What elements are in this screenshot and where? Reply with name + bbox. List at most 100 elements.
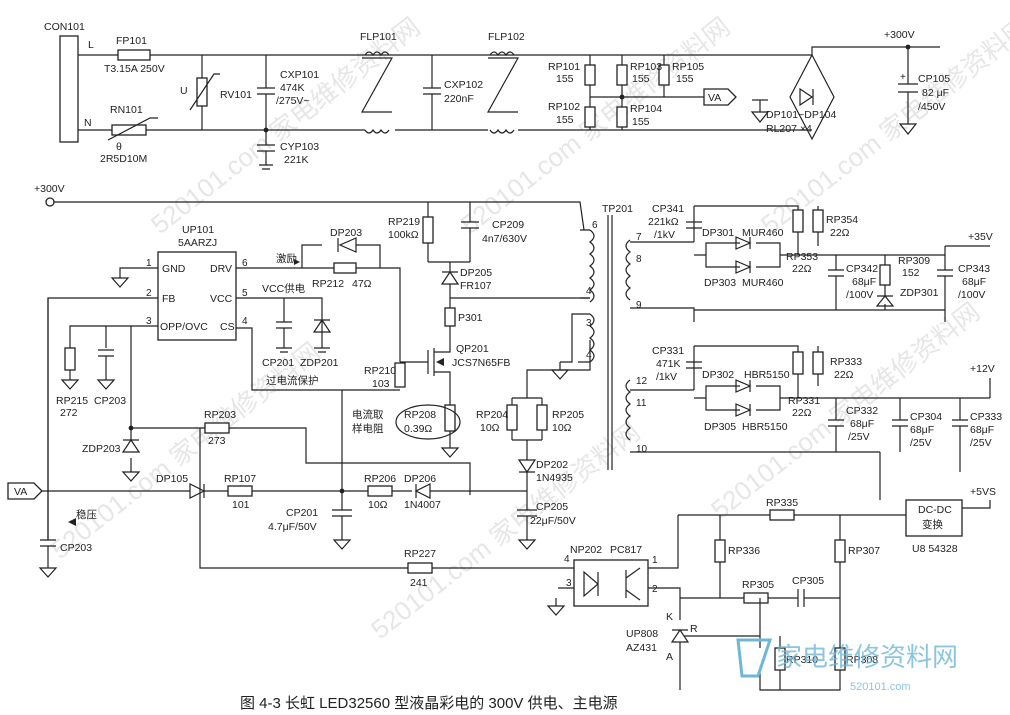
wire [684, 598, 841, 691]
ground-symbol [546, 587, 574, 616]
line-N-label: N [84, 117, 92, 129]
r-label: R [690, 623, 698, 635]
capacitor-cp342 [828, 269, 844, 277]
tp201-label: TP201 [602, 203, 633, 215]
dcdc-label-1: DC-DC [918, 504, 952, 516]
resistor-rp354 [812, 209, 824, 233]
pin-gnd: GND [162, 263, 186, 275]
capacitor-cp341 [686, 221, 702, 229]
pin-fb: FB [162, 293, 175, 305]
resistor-rp331 [792, 351, 804, 375]
rp335-label: RP335 [766, 497, 798, 509]
wire [693, 205, 819, 246]
pin-num: 5 [242, 288, 248, 299]
ground-symbol [550, 362, 570, 380]
np202-label: NP202 [570, 544, 602, 556]
wire [580, 54, 812, 131]
logo-url: 520101.com [850, 681, 911, 693]
rp308-label: RP308 [846, 654, 878, 666]
cxp101-voltage: /275V~ [276, 95, 310, 107]
up808-value: AZ431 [626, 642, 657, 654]
cp105-voltage: /450V [918, 101, 945, 113]
arrow-right-icon [294, 259, 300, 265]
rp206-value: 10Ω [368, 499, 388, 511]
wire [40, 298, 56, 568]
a-label: A [666, 651, 673, 663]
zdp201-label: ZDP201 [300, 357, 339, 369]
ground-symbol [38, 567, 58, 578]
dp202-value: 1N4935 [536, 472, 573, 484]
excite-label: 激励 [276, 252, 297, 265]
cp332-voltage: /25V [848, 431, 870, 443]
pin-num: 8 [636, 254, 642, 265]
connector-con101 [59, 35, 79, 143]
pin-num: 7 [636, 232, 642, 243]
wire [54, 201, 585, 231]
resistor-rp353 [792, 209, 804, 233]
pin-num: 4 [586, 350, 592, 361]
ground-symbol [259, 164, 273, 170]
zener-zdp301 [875, 295, 895, 307]
capacitor-cp203-ground [96, 349, 116, 390]
wire [236, 297, 400, 391]
cp342-voltage: /100V [846, 289, 873, 301]
figure-caption: 图 4-3 长虹 LED32560 型液晶彩电的 300V 供电、主电源 [240, 695, 618, 712]
rp107-value: 101 [232, 499, 250, 511]
dp303-value: MUR460 [742, 277, 784, 289]
resistor-rp103 [616, 64, 628, 86]
capacitor-cyp103 [257, 144, 275, 152]
capacitor-cp105 [898, 83, 918, 93]
rp336-label: RP336 [728, 545, 760, 557]
cp201-label: CP201 [262, 357, 294, 369]
capacitor-cp331 [686, 361, 702, 369]
v35-label: +35V [968, 231, 993, 243]
rp203-value: 273 [208, 435, 226, 447]
rp102-label: RP102 [548, 101, 580, 113]
regulate-label: 稳压 [76, 508, 97, 521]
capacitor-cp205 [517, 509, 537, 517]
junction-dot [339, 488, 345, 494]
cp332-label: CP332 [846, 405, 878, 417]
resistor-rp204 [506, 404, 518, 431]
wire [648, 515, 681, 600]
p301-label: P301 [458, 312, 483, 324]
fuse-p301 [444, 307, 456, 327]
bridge-diode-symbol [799, 87, 814, 107]
cp203-label: CP203 [94, 395, 126, 407]
resistor-rp203 [204, 422, 230, 434]
cp333-value: 68μF [970, 424, 994, 436]
output-35v-section: +35V CP341 221kΩ /1kV RP354 22Ω DP301 MU… [630, 203, 993, 322]
up101-value: 5AARZJ [178, 237, 217, 249]
rn101-value: 2R5D10M [100, 153, 147, 165]
wire [428, 261, 470, 272]
primary-section: +300V UP101 5AARZJ GND DRV FB VCC OPP/OV… [7, 183, 681, 616]
resistor-rp307 [834, 539, 846, 563]
dp303-label: DP303 [704, 277, 736, 289]
resistor-rp102 [584, 106, 596, 128]
choke-flp102-winding [489, 51, 515, 134]
pin-num: 4 [586, 286, 592, 297]
rp354-label: RP354 [826, 214, 858, 226]
dp206-label: DP206 [404, 473, 436, 485]
dp205-label: DP205 [460, 267, 492, 279]
rp105-value: 155 [676, 73, 694, 85]
rn101-label: RN101 [110, 104, 143, 116]
ocp-label: 过电流保护 [266, 374, 319, 387]
v300-input-label: +300V [34, 183, 65, 195]
pin-vcc: VCC [210, 293, 233, 305]
np202-value: PC817 [610, 544, 642, 556]
transformer-tp201: TP201 6 4 3 4 7 8 9 12 11 10 [550, 203, 648, 470]
capacitor-cp343 [937, 269, 953, 277]
choke-flp101-winding [364, 51, 390, 134]
capacitor-cp201-4u7 [332, 509, 352, 517]
resistor-rp336 [714, 539, 726, 563]
va-signal-input [7, 482, 43, 500]
va-signal-tag [703, 88, 737, 106]
rp205-label: RP205 [552, 409, 584, 421]
wire [630, 241, 945, 322]
rv101-label: RV101 [220, 89, 252, 101]
con101-label: CON101 [44, 21, 85, 33]
output-12v-section: +12V CP331 471K /1kV RP333 22Ω DP302 HBR… [630, 345, 1002, 500]
resistor-rp101 [584, 64, 596, 86]
